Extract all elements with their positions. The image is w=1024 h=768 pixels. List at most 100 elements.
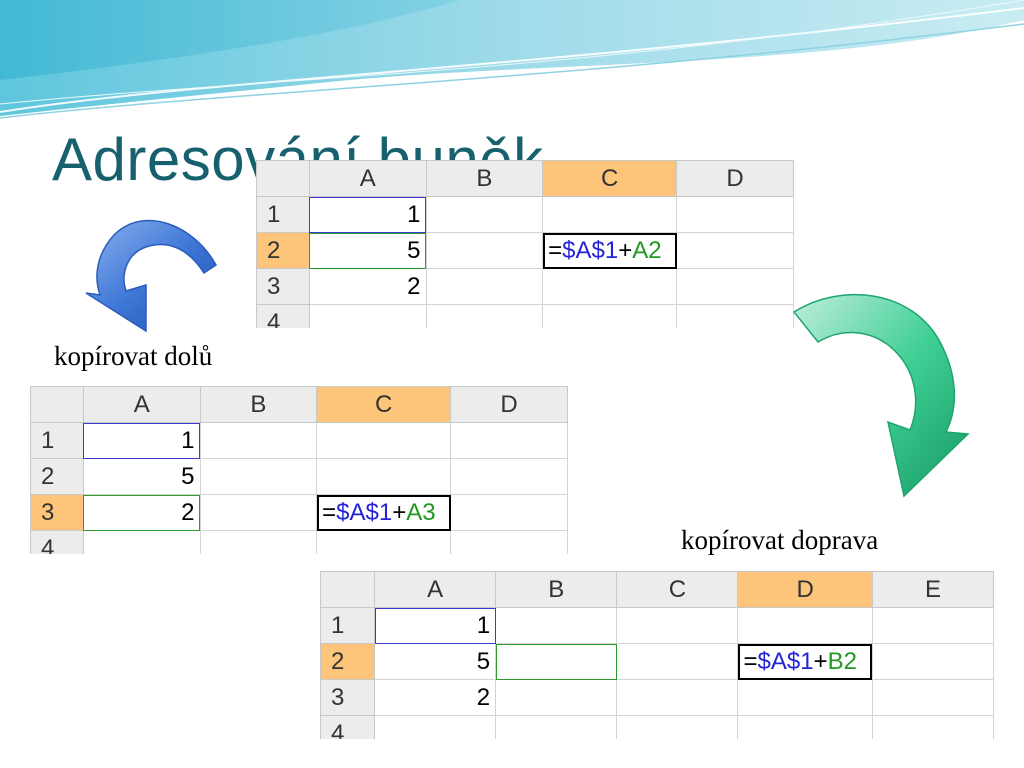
cell-d3[interactable]	[450, 494, 568, 531]
cell-b4[interactable]	[199, 530, 318, 554]
cell-a1[interactable]: 1	[82, 422, 201, 459]
column-header-a[interactable]: A	[308, 160, 427, 197]
cell-c1[interactable]	[316, 422, 452, 459]
row-header-3[interactable]: 3	[256, 268, 310, 305]
cell-a2[interactable]: 5	[82, 458, 201, 495]
cell-c2-formula[interactable]: =$A$1+A2	[542, 232, 678, 269]
cell-a1[interactable]: 1	[308, 196, 427, 233]
cell-c3[interactable]	[542, 268, 678, 305]
cell-c4[interactable]	[316, 530, 452, 554]
column-header-b[interactable]: B	[425, 160, 544, 197]
cell-b4[interactable]	[495, 715, 618, 739]
corner-cell[interactable]	[320, 571, 376, 608]
spreadsheet-copied-right: A B C D E 1 1 2 5 =$A$1+B2 3 2	[320, 571, 994, 739]
cell-b1[interactable]	[199, 422, 318, 459]
formula-relative-ref: A3	[406, 498, 436, 526]
column-header-c[interactable]: C	[542, 160, 678, 197]
blue-curved-arrow-icon	[85, 219, 217, 333]
row-header-2[interactable]: 2	[30, 458, 84, 495]
formula-equals: =	[548, 236, 563, 264]
formula-relative-ref: A2	[632, 236, 662, 264]
cell-a3[interactable]: 2	[82, 494, 201, 531]
column-header-b[interactable]: B	[495, 571, 618, 608]
column-header-a[interactable]: A	[82, 386, 201, 423]
cell-a4[interactable]	[308, 304, 427, 328]
cell-b2[interactable]	[425, 232, 544, 269]
cell-c4[interactable]	[542, 304, 678, 328]
cell-b3[interactable]	[495, 679, 618, 716]
column-header-a[interactable]: A	[374, 571, 497, 608]
cell-d3[interactable]	[676, 268, 794, 305]
cell-d4[interactable]	[737, 715, 873, 739]
column-header-c[interactable]: C	[616, 571, 739, 608]
column-header-b[interactable]: B	[199, 386, 318, 423]
formula-absolute-ref: $A$1	[757, 647, 814, 675]
cell-b3[interactable]	[199, 494, 318, 531]
spreadsheet-original: A B C D 1 1 2 5 =$A$1+A2 3 2 4	[256, 160, 794, 328]
cell-b3[interactable]	[425, 268, 544, 305]
formula-plus: +	[392, 498, 407, 526]
row-header-4[interactable]: 4	[256, 304, 310, 328]
cell-b2[interactable]	[495, 643, 618, 680]
corner-cell[interactable]	[256, 160, 310, 197]
column-header-d[interactable]: D	[676, 160, 794, 197]
column-header-c[interactable]: C	[316, 386, 452, 423]
cell-e1[interactable]	[871, 607, 994, 644]
header-wave-decoration	[0, 0, 1024, 119]
cell-a4[interactable]	[374, 715, 497, 739]
column-header-d[interactable]: D	[737, 571, 873, 608]
row-header-1[interactable]: 1	[256, 196, 310, 233]
cell-d2-formula[interactable]: =$A$1+B2	[737, 643, 873, 680]
caption-copy-down: kopírovat dolů	[54, 341, 213, 371]
caption-copy-right: kopírovat doprava	[681, 525, 879, 555]
green-curved-arrow-icon	[792, 293, 970, 498]
cell-b4[interactable]	[425, 304, 544, 328]
cell-a3[interactable]: 2	[308, 268, 427, 305]
formula-plus: +	[813, 647, 828, 675]
cell-a4[interactable]	[82, 530, 201, 554]
column-header-e[interactable]: E	[871, 571, 994, 608]
cell-c4[interactable]	[616, 715, 739, 739]
cell-e2[interactable]	[871, 643, 994, 680]
row-header-2[interactable]: 2	[256, 232, 310, 269]
row-header-3[interactable]: 3	[320, 679, 376, 716]
formula-equals: =	[322, 498, 337, 526]
cell-d4[interactable]	[676, 304, 794, 328]
row-header-3[interactable]: 3	[30, 494, 84, 531]
cell-a2[interactable]: 5	[308, 232, 427, 269]
cell-c1[interactable]	[542, 196, 678, 233]
cell-e4[interactable]	[871, 715, 994, 739]
cell-d1[interactable]	[676, 196, 794, 233]
cell-b2[interactable]	[199, 458, 318, 495]
cell-b1[interactable]	[495, 607, 618, 644]
row-header-4[interactable]: 4	[30, 530, 84, 554]
cell-a3[interactable]: 2	[374, 679, 497, 716]
cell-d3[interactable]	[737, 679, 873, 716]
cell-a2[interactable]: 5	[374, 643, 497, 680]
formula-absolute-ref: $A$1	[562, 236, 619, 264]
cell-b1[interactable]	[425, 196, 544, 233]
cell-c1[interactable]	[616, 607, 739, 644]
cell-d2[interactable]	[676, 232, 794, 269]
cell-d2[interactable]	[450, 458, 568, 495]
formula-relative-ref: B2	[827, 647, 857, 675]
formula-equals: =	[743, 647, 758, 675]
row-header-2[interactable]: 2	[320, 643, 376, 680]
cell-d4[interactable]	[450, 530, 568, 554]
cell-c3[interactable]	[616, 679, 739, 716]
cell-d1[interactable]	[737, 607, 873, 644]
corner-cell[interactable]	[30, 386, 84, 423]
spreadsheet-copied-down: A B C D 1 1 2 5 3 2 =$A$1+A3 4	[30, 386, 568, 554]
cell-c2[interactable]	[616, 643, 739, 680]
cell-d1[interactable]	[450, 422, 568, 459]
row-header-1[interactable]: 1	[320, 607, 376, 644]
formula-plus: +	[618, 236, 633, 264]
cell-e3[interactable]	[871, 679, 994, 716]
cell-c3-formula[interactable]: =$A$1+A3	[316, 494, 452, 531]
cell-c2[interactable]	[316, 458, 452, 495]
cell-a1[interactable]: 1	[374, 607, 497, 644]
row-header-1[interactable]: 1	[30, 422, 84, 459]
formula-absolute-ref: $A$1	[336, 498, 393, 526]
row-header-4[interactable]: 4	[320, 715, 376, 739]
column-header-d[interactable]: D	[450, 386, 568, 423]
